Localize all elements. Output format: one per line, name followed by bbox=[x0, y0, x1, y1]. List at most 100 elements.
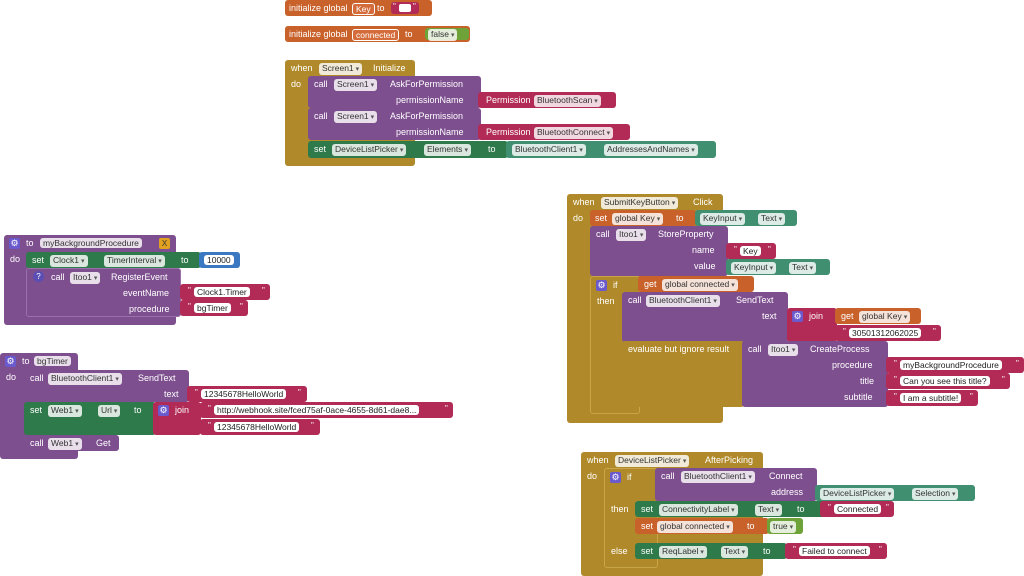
keyinput-text-getter[interactable]: KeyInput▾ Text▾ bbox=[695, 210, 797, 226]
screen1-dropdown[interactable]: Screen1▾ bbox=[334, 111, 378, 123]
empty-text-field[interactable] bbox=[399, 4, 411, 12]
connectivitylabel-dropdown[interactable]: ConnectivityLabel▾ bbox=[659, 504, 738, 516]
set-reqlabel-text[interactable]: set ReqLabel▾ Text▾ to bbox=[635, 543, 787, 559]
text-field[interactable]: http://webhook.site/fced75af-0ace-4655-8… bbox=[214, 405, 420, 415]
text-webhook-url[interactable]: " http://webhook.site/fced75af-0ace-4655… bbox=[200, 402, 453, 418]
sendtext-call[interactable]: call BluetoothClient1▾ SendText text bbox=[24, 370, 189, 402]
store-property-call[interactable]: call Itoo1▾ StoreProperty name value bbox=[590, 226, 728, 276]
text-title[interactable]: " Can you see this title? " bbox=[886, 373, 1010, 389]
create-process-call[interactable]: call Itoo1▾ CreateProcess procedure titl… bbox=[742, 341, 888, 407]
false-block[interactable]: false▾ bbox=[425, 28, 469, 41]
ask-permission-call-2[interactable]: call Screen1▾ AskForPermission permissio… bbox=[308, 108, 481, 140]
gear-icon[interactable]: ⚙ bbox=[158, 405, 169, 416]
keyinput-dropdown[interactable]: KeyInput▾ bbox=[731, 262, 777, 274]
web1-get-call[interactable]: call Web1▾ Get bbox=[24, 435, 119, 451]
sendtext-call-2[interactable]: call BluetoothClient1▾ SendText text bbox=[622, 292, 788, 342]
itoo1-dropdown[interactable]: Itoo1▾ bbox=[768, 344, 799, 356]
global-connected-dropdown[interactable]: global connected▾ bbox=[662, 279, 738, 291]
text-subtitle[interactable]: " I am a subtitle! " bbox=[886, 390, 978, 406]
screen1-dropdown[interactable]: Screen1▾ bbox=[319, 63, 363, 75]
connect-call[interactable]: call BluetoothClient1▾ Connect address bbox=[655, 468, 817, 501]
join-block[interactable]: ⚙ join bbox=[153, 402, 201, 435]
submitkeybutton-dropdown[interactable]: SubmitKeyButton▾ bbox=[601, 197, 679, 209]
set-elements-block[interactable]: set DeviceListPicker▾ Elements▾ to bbox=[308, 141, 508, 158]
set-connectivity-label[interactable]: set ConnectivityLabel▾ Text▾ to bbox=[635, 501, 827, 517]
permission-block-1[interactable]: Permission BluetoothScan▾ bbox=[478, 92, 616, 108]
reqlabel-dropdown[interactable]: ReqLabel▾ bbox=[659, 546, 707, 558]
text-failed-to-connect[interactable]: " Failed to connect " bbox=[785, 543, 887, 559]
permission-dropdown[interactable]: BluetoothConnect▾ bbox=[534, 127, 614, 139]
text-dropdown[interactable]: Text▾ bbox=[721, 546, 749, 558]
url-dropdown[interactable]: Url▾ bbox=[98, 405, 121, 417]
text-field[interactable]: 30501312062025 bbox=[849, 328, 922, 338]
text-connected[interactable]: " Connected " bbox=[820, 501, 894, 517]
elements-dropdown[interactable]: Elements▾ bbox=[424, 144, 471, 156]
init-global-connected-block[interactable]: initialize global connected to false▾ bbox=[285, 26, 470, 42]
text-field[interactable]: Key bbox=[740, 246, 761, 256]
empty-text-block[interactable]: " " bbox=[391, 2, 419, 14]
permission-block-2[interactable]: Permission BluetoothConnect▾ bbox=[478, 124, 630, 140]
get-global-key[interactable]: get global Key▾ bbox=[835, 308, 921, 324]
web1-dropdown[interactable]: Web1▾ bbox=[48, 405, 82, 417]
bluetoothclient-dropdown[interactable]: BluetoothClient1▾ bbox=[646, 295, 720, 307]
screen1-dropdown[interactable]: Screen1▾ bbox=[334, 79, 378, 91]
help-icon[interactable]: ? bbox=[33, 271, 44, 282]
ask-permission-call-1[interactable]: call Screen1▾ AskForPermission permissio… bbox=[308, 76, 481, 108]
procedure-name-field[interactable]: myBackgroundProcedure bbox=[40, 238, 142, 248]
addresses-and-names-getter[interactable]: BluetoothClient1▾ AddressesAndNames▾ bbox=[506, 141, 716, 158]
var-name-key[interactable]: Key bbox=[352, 3, 375, 15]
bluetoothclient-dropdown[interactable]: BluetoothClient1▾ bbox=[512, 144, 586, 156]
text-field[interactable]: Can you see this title? bbox=[900, 376, 990, 386]
set-web1-url-block[interactable]: set Web1▾ Url▾ to bbox=[24, 402, 156, 435]
text-field[interactable]: 12345678HelloWorld bbox=[214, 422, 300, 432]
number-10000-block[interactable]: 10000 bbox=[199, 252, 240, 268]
global-key-dropdown[interactable]: global Key▾ bbox=[859, 311, 911, 323]
global-key-dropdown[interactable]: global Key▾ bbox=[612, 213, 664, 225]
selection-getter[interactable]: DeviceListPicker▾ Selection▾ bbox=[815, 485, 975, 501]
itoo1-dropdown[interactable]: Itoo1▾ bbox=[70, 272, 101, 284]
text-field[interactable]: bgTimer bbox=[194, 303, 231, 313]
global-connected-dropdown[interactable]: global connected▾ bbox=[657, 521, 733, 533]
text-field[interactable]: myBackgroundProcedure bbox=[900, 360, 1002, 370]
text-clock1-timer[interactable]: " Clock1.Timer " bbox=[180, 284, 270, 300]
gear-icon[interactable]: ⚙ bbox=[9, 238, 20, 249]
set-timer-interval-block[interactable]: set Clock1▾ TimerInterval▾ to bbox=[26, 252, 201, 268]
text-key-literal[interactable]: " Key " bbox=[726, 243, 776, 259]
web1-dropdown[interactable]: Web1▾ bbox=[48, 438, 82, 450]
keyinput-text-getter-2[interactable]: KeyInput▾ Text▾ bbox=[726, 259, 830, 275]
text-dropdown[interactable]: Text▾ bbox=[789, 262, 817, 274]
text-dropdown[interactable]: Text▾ bbox=[758, 213, 786, 225]
permission-dropdown[interactable]: BluetoothScan▾ bbox=[534, 95, 601, 107]
set-global-key-block[interactable]: set global Key▾ to bbox=[590, 210, 696, 226]
false-dropdown[interactable]: false▾ bbox=[428, 29, 458, 41]
keyinput-dropdown[interactable]: KeyInput▾ bbox=[700, 213, 746, 225]
text-helloworld-2[interactable]: " 12345678HelloWorld " bbox=[200, 419, 320, 435]
set-global-connected[interactable]: set global connected▾ to bbox=[635, 518, 769, 534]
register-event-call[interactable]: ? call Itoo1▾ RegisterEvent eventName pr… bbox=[26, 268, 181, 317]
devicelistpicker-dropdown[interactable]: DeviceListPicker▾ bbox=[615, 455, 690, 467]
addressesandnames-dropdown[interactable]: AddressesAndNames▾ bbox=[604, 144, 698, 156]
var-name-connected[interactable]: connected bbox=[352, 29, 400, 41]
selection-dropdown[interactable]: Selection▾ bbox=[912, 488, 959, 500]
gear-icon[interactable]: ⚙ bbox=[596, 280, 607, 291]
text-field[interactable]: I am a subtitle! bbox=[900, 393, 962, 403]
bluetoothclient-dropdown[interactable]: BluetoothClient1▾ bbox=[681, 471, 755, 483]
evaluate-ignore-block[interactable]: evaluate but ignore result bbox=[622, 341, 744, 407]
join-block-2[interactable]: ⚙ join bbox=[787, 308, 837, 342]
devicelistpicker-dropdown[interactable]: DeviceListPicker▾ bbox=[332, 144, 407, 156]
true-dropdown[interactable]: true▾ bbox=[770, 521, 797, 533]
text-field[interactable]: Failed to connect bbox=[799, 546, 870, 556]
get-global-connected[interactable]: get global connected▾ bbox=[638, 276, 754, 292]
devicelistpicker-dropdown[interactable]: DeviceListPicker▾ bbox=[820, 488, 895, 500]
gear-icon[interactable]: ⚙ bbox=[610, 472, 621, 483]
x-param-icon[interactable]: X bbox=[159, 238, 170, 249]
gear-icon[interactable]: ⚙ bbox=[5, 356, 16, 367]
bluetoothclient-dropdown[interactable]: BluetoothClient1▾ bbox=[48, 373, 122, 385]
number-field[interactable]: 10000 bbox=[204, 255, 234, 265]
init-global-key-block[interactable]: initialize global Key to " " bbox=[285, 0, 432, 16]
true-block[interactable]: true▾ bbox=[767, 518, 803, 534]
text-bgtimer[interactable]: " bgTimer " bbox=[180, 300, 248, 316]
text-mybackgroundprocedure[interactable]: " myBackgroundProcedure " bbox=[886, 357, 1024, 373]
text-30501312062025[interactable]: " 30501312062025 " bbox=[835, 325, 941, 341]
text-dropdown[interactable]: Text▾ bbox=[755, 504, 783, 516]
